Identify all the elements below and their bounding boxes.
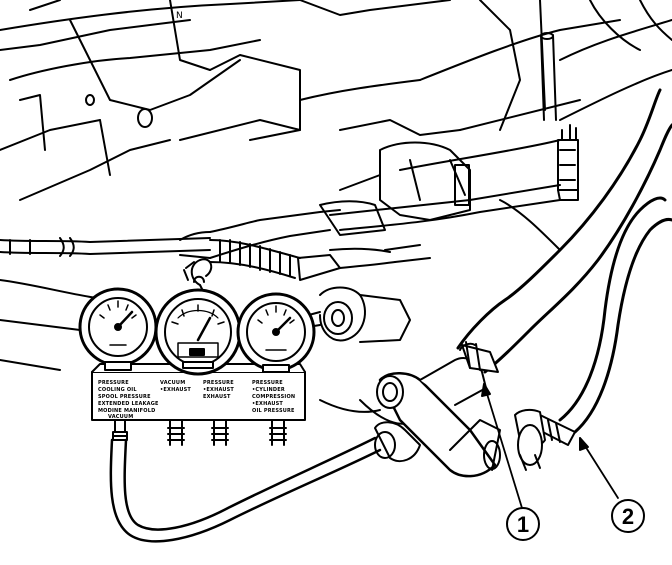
callout-leader-1 <box>481 383 523 509</box>
plate-col3-line1: PRESSURE <box>203 380 234 386</box>
plate-col1-line2: COOLING OIL <box>98 387 137 393</box>
plate-col4-line3: COMPRESSION <box>252 394 295 400</box>
plate-col1-line6: VACUUM <box>108 414 133 420</box>
plate-col3-line2: •EXHAUST <box>203 387 234 393</box>
vacuum-tee-fitting <box>374 357 501 478</box>
corrugated-hose <box>209 239 431 281</box>
gauge-hose <box>109 436 382 543</box>
pressure-gauge-right <box>236 292 316 373</box>
vacuum-tube-upper <box>540 32 557 121</box>
plate-col1-line5: MODINE MANIFOLD <box>98 408 155 414</box>
vacuum-hose-2 <box>514 196 672 471</box>
plate-col4-line5: OIL PRESSURE <box>252 408 295 414</box>
gauge-plate-text: PRESSURE COOLING OIL SPOOL PRESSURE EXTE… <box>98 380 295 420</box>
callout-leader-2 <box>579 437 619 499</box>
callout-1-label: 1 <box>517 512 529 537</box>
plate-col1-line3: SPOOL PRESSURE <box>98 394 151 400</box>
plate-col4-line4: •EXHAUST <box>252 401 283 407</box>
gauge-hose-fittings <box>112 419 287 446</box>
wiring-harness <box>0 184 561 259</box>
plate-col4-line1: PRESSURE <box>252 380 283 386</box>
plate-col1-line4: EXTENDED LEAKAGE <box>98 401 159 407</box>
vacuum-gauge-set: PRESSURE COOLING OIL SPOOL PRESSURE EXTE… <box>78 275 316 446</box>
callout-1: 1 <box>506 507 540 541</box>
plate-col4-line2: •CYLINDER <box>252 387 285 393</box>
callout-2-label: 2 <box>622 504 634 529</box>
vacuum-hose-1 <box>456 88 672 374</box>
engine-component-center <box>319 141 471 236</box>
plate-col2-line1: VACUUM <box>160 380 185 386</box>
electrical-connector <box>557 124 579 201</box>
engine-body <box>0 0 672 425</box>
vacuum-gauge-center <box>154 275 242 376</box>
plate-col3-line3: EXHAUST <box>203 394 231 400</box>
pressure-gauge-left <box>78 287 158 371</box>
plate-col2-line2: •EXHAUST <box>160 387 191 393</box>
callout-2: 2 <box>611 499 645 533</box>
figure-ref-mark: N <box>176 11 183 21</box>
plate-col1-line1: PRESSURE <box>98 380 129 386</box>
